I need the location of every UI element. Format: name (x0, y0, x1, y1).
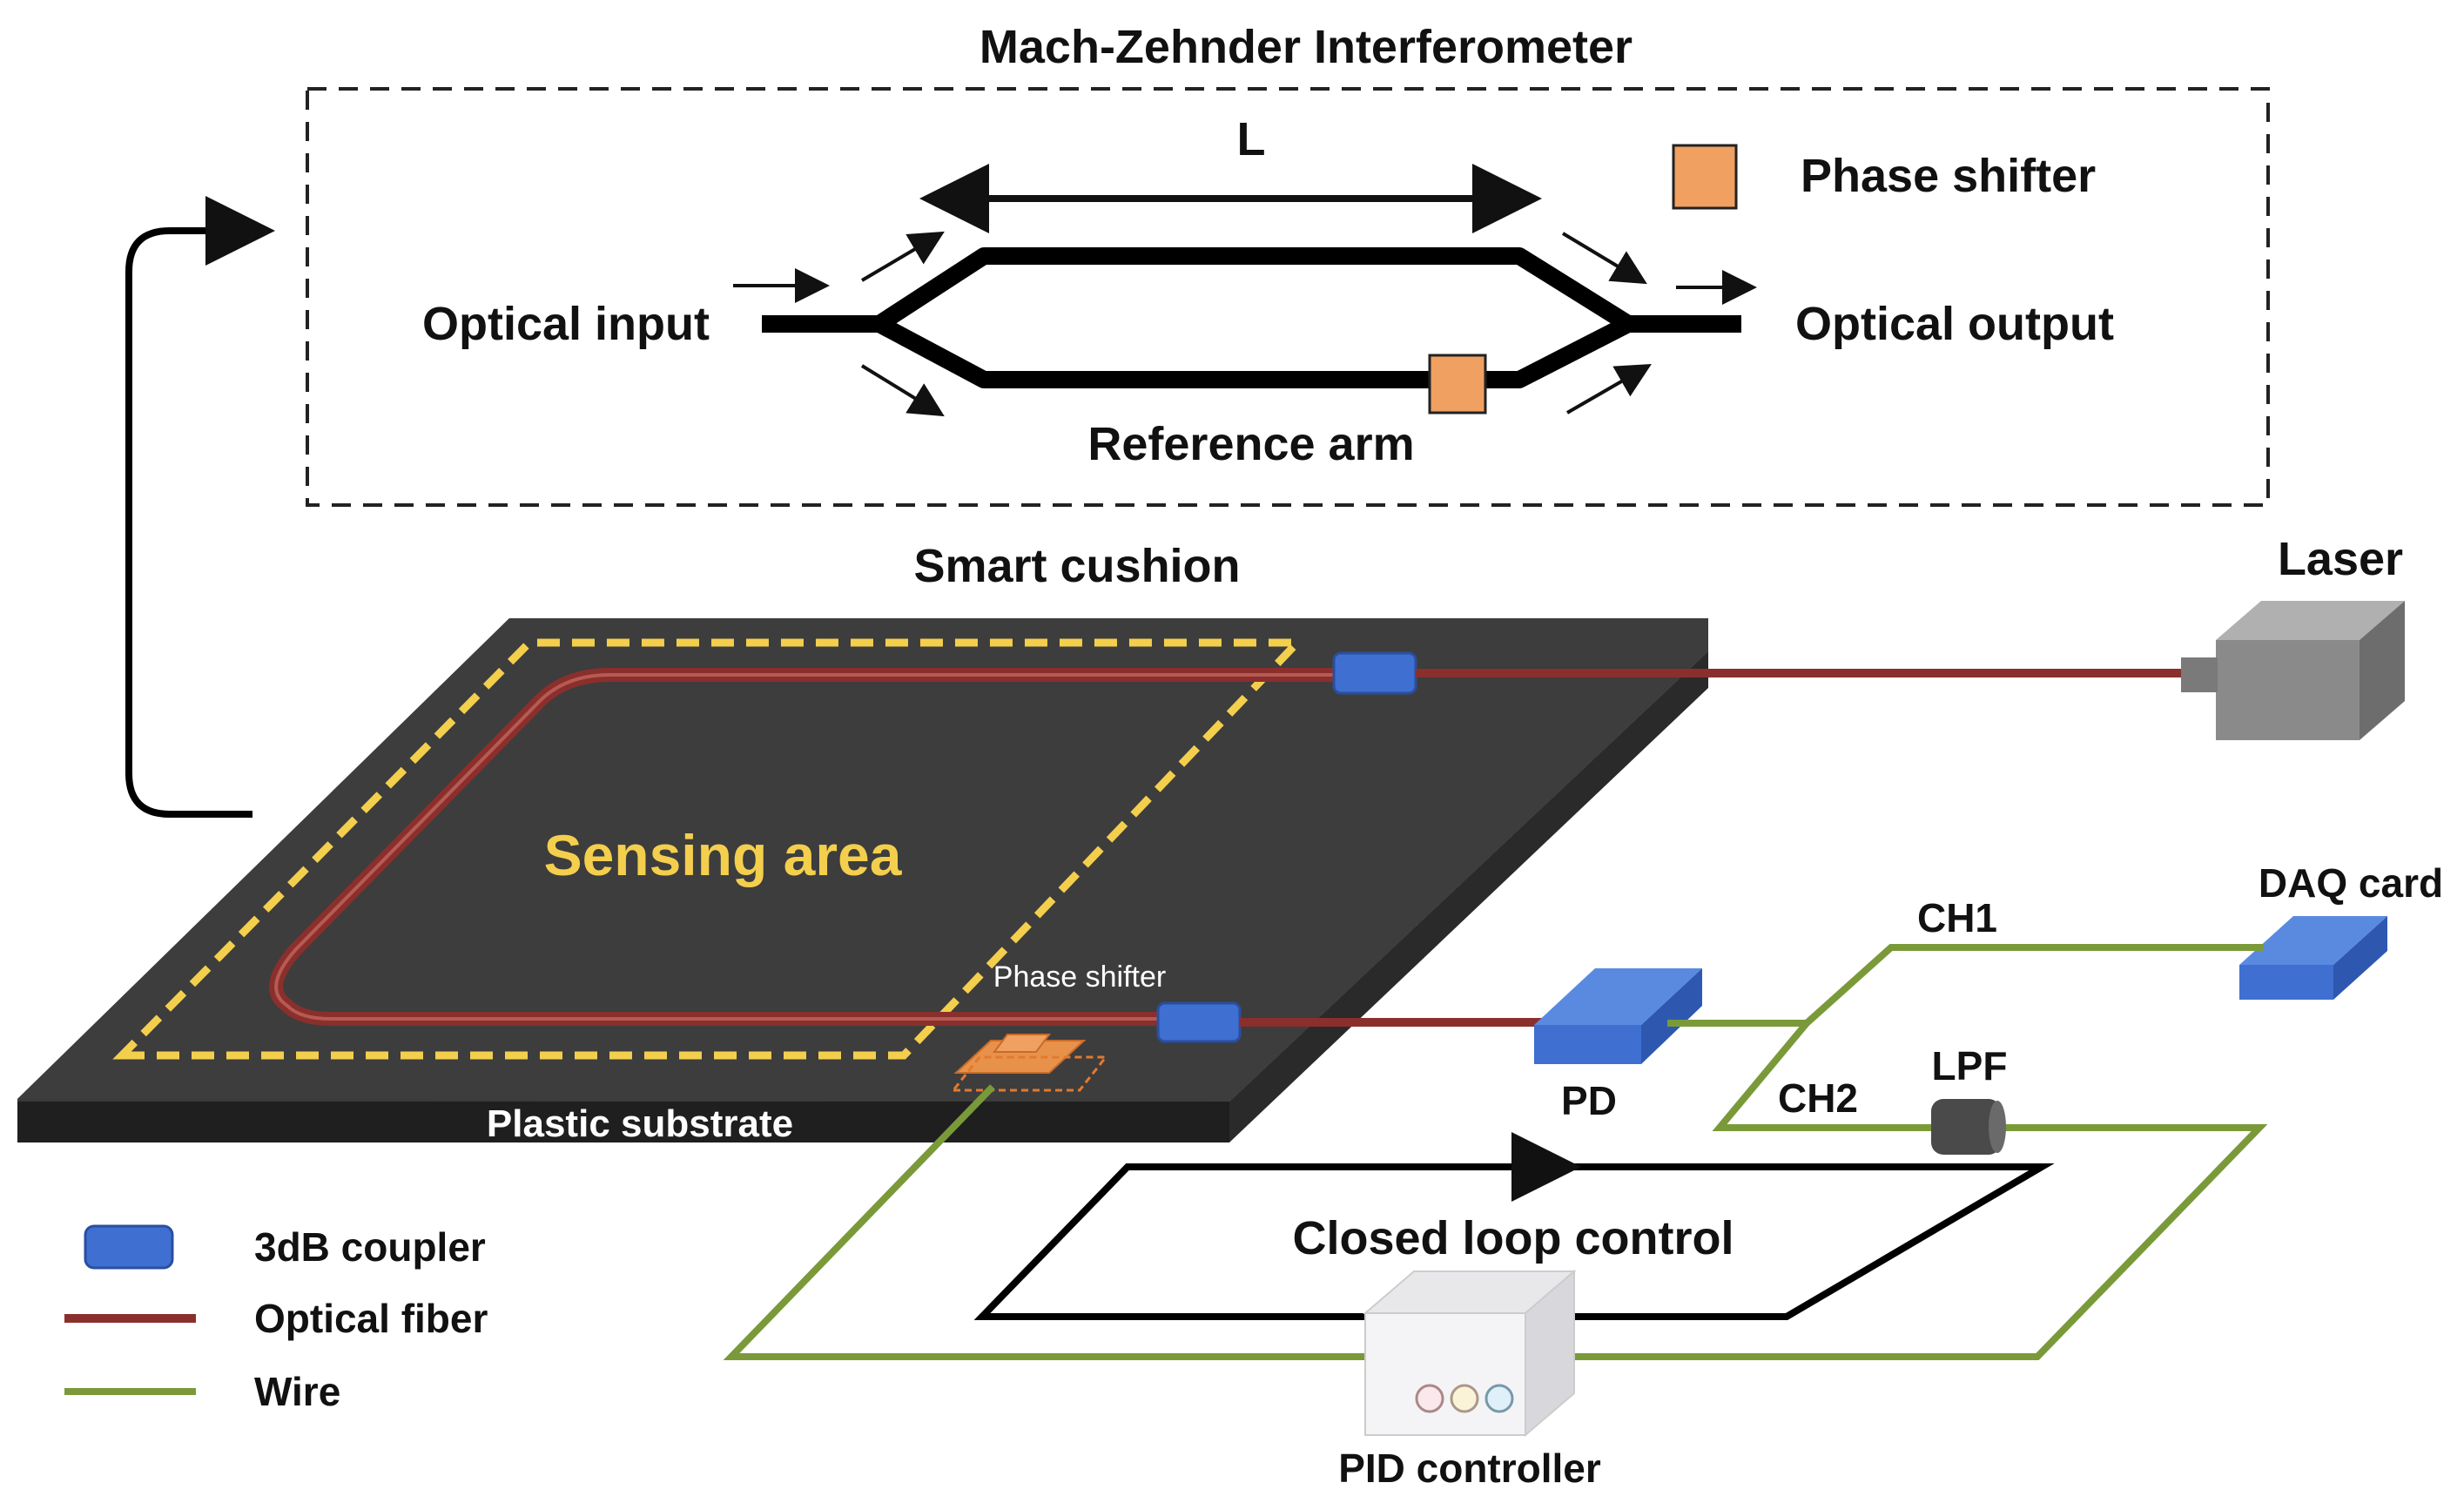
daq-label: DAQ card (2259, 860, 2443, 906)
cushion-phase-shifter-top (993, 1034, 1051, 1053)
wire-lpf-to-pid (1552, 1124, 2268, 1360)
legend-coupler-label: 3dB coupler (254, 1224, 486, 1270)
ch1-label: CH1 (1917, 895, 1997, 940)
pid-controller: PID controller (1338, 1269, 1601, 1491)
laser-label: Laser (2278, 533, 2403, 585)
wires (723, 944, 2268, 1360)
phase-shifter-legend-label: Phase shifter (1801, 150, 2096, 202)
sensing-area-outline (112, 638, 1307, 1060)
plastic-substrate-label: Plastic substrate (487, 1102, 793, 1145)
cushion-phase-shifter-outline (950, 1055, 1109, 1092)
cushion-coupler-lower (1156, 1001, 1242, 1043)
laser-front-face (2216, 640, 2360, 740)
reference-arm-label: Reference arm (1087, 418, 1414, 470)
pid-label: PID controller (1338, 1446, 1601, 1491)
lower-split-arrow (860, 364, 945, 417)
photodetector: PD (1534, 968, 1702, 1123)
pd-top-face (1534, 968, 1702, 1025)
mzi-title: Mach-Zehnder Interferometer (980, 21, 1633, 73)
cushion-to-mzi-arrow (125, 196, 275, 818)
lpf-label: LPF (1932, 1043, 2008, 1088)
wire-pid-to-phase-shifter (723, 1084, 1374, 1360)
closed-loop-label: Closed loop control (1293, 1212, 1734, 1264)
ch2-label: CH2 (1778, 1075, 1858, 1121)
lower-combine-arrow (1565, 363, 1652, 415)
legend-wire-label: Wire (254, 1369, 340, 1414)
legend-coupler-swatch (84, 1224, 174, 1270)
mzi-phase-shifter (1428, 354, 1487, 415)
legend-fiber-label: Optical fiber (254, 1296, 488, 1341)
daq-front-face (2239, 965, 2333, 1000)
legend: 3dB coupler Optical fiber Wire (64, 1224, 488, 1414)
daq-card: DAQ card (2239, 860, 2443, 1000)
laser-side-face (2360, 601, 2405, 740)
sensing-area-label: Sensing area (544, 823, 903, 887)
pid-knob-3 (1484, 1384, 1514, 1413)
lpf-body (1931, 1099, 2001, 1155)
pid-side-face (1525, 1269, 1575, 1438)
mzi-sensing-arm (762, 247, 1741, 333)
mzi-reference-arm (875, 316, 1633, 388)
pd-label: PD (1561, 1078, 1617, 1123)
cushion-fiber-highlight (274, 673, 1341, 1021)
mzi-dashed-frame (306, 87, 2270, 507)
optical-input-label: Optical input (422, 298, 710, 350)
cushion-phase-shifter-label: Phase shifter (993, 960, 1166, 994)
laser: Laser (2181, 533, 2405, 740)
pid-knob-2 (1450, 1384, 1479, 1413)
smart-cushion-title: Smart cushion (913, 540, 1240, 592)
smart-cushion: Smart cushion Sensing area Plastic subst… (17, 540, 1708, 1145)
lpf: LPF (1931, 1043, 2007, 1155)
laser-top-face (2216, 601, 2405, 640)
upper-split-arrow (860, 231, 945, 282)
optical-output-label: Optical output (1795, 298, 2114, 350)
daq-side-face (2333, 916, 2387, 1000)
length-label: L (1237, 113, 1266, 165)
daq-top-face (2239, 916, 2387, 965)
substrate-front (17, 1102, 1229, 1142)
pid-knob-1 (1415, 1384, 1444, 1413)
mzi-panel: Mach-Zehnder Interferometer L Optical in… (306, 21, 2270, 507)
pd-side-face (1641, 968, 1702, 1064)
laser-port (2181, 657, 2218, 692)
substrate-surface (17, 618, 1708, 1102)
cushion-coupler-upper (1332, 651, 1417, 695)
pd-front-face (1534, 1025, 1641, 1064)
wire-ch2-to-lpf (1712, 1021, 1935, 1131)
lpf-end-cap (1989, 1101, 2006, 1153)
wire-ch1-to-daq (1804, 944, 2264, 1026)
phase-shifter-legend-swatch (1672, 144, 1738, 210)
upper-combine-arrow (1561, 232, 1647, 285)
pid-front-face (1364, 1312, 1526, 1436)
